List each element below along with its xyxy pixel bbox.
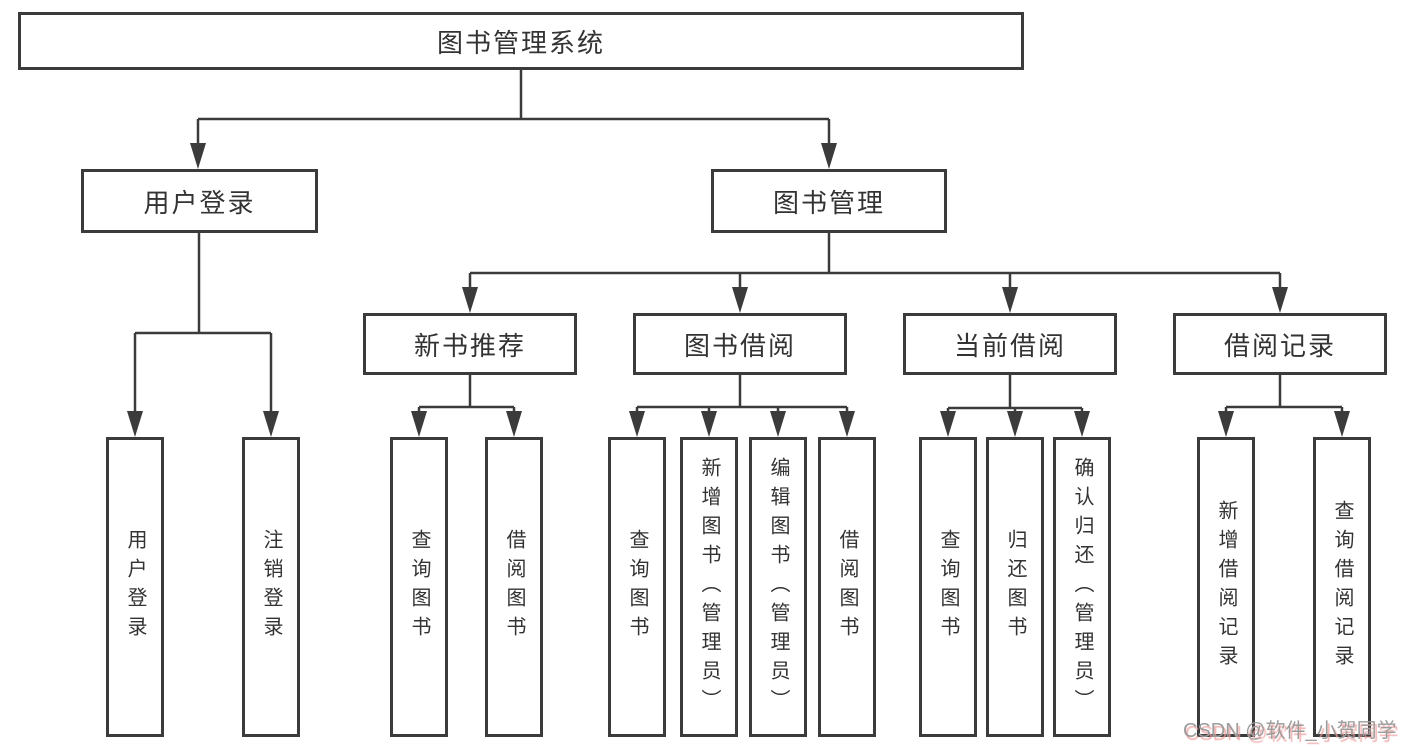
node-book-management-label: 图书管理: [772, 187, 885, 218]
node-user-login: 用户登录: [81, 169, 318, 233]
leaf-add-book-admin: 新增图书（管理员）: [680, 437, 738, 737]
leaf-borrow-book-1-label: 借阅图书: [503, 529, 525, 645]
node-new-book-recommend-label: 新书推荐: [413, 330, 526, 361]
leaf-query-borrow-record-label: 查询借阅记录: [1331, 500, 1353, 674]
leaf-borrow-book-1: 借阅图书: [485, 437, 543, 737]
node-borrow-record-label: 借阅记录: [1223, 330, 1336, 361]
leaf-add-borrow-record: 新增借阅记录: [1197, 437, 1255, 737]
node-new-book-recommend: 新书推荐: [363, 313, 577, 375]
node-book-management: 图书管理: [711, 169, 947, 233]
leaf-borrow-book-2-label: 借阅图书: [836, 529, 858, 645]
node-root-library-system: 图书管理系统: [18, 12, 1024, 70]
node-current-borrow-label: 当前借阅: [953, 330, 1066, 361]
leaf-edit-book-admin-label: 编辑图书（管理员）: [767, 456, 789, 718]
leaf-return-book: 归还图书: [986, 437, 1044, 737]
leaf-query-book-3-label: 查询图书: [937, 529, 959, 645]
node-borrow-record: 借阅记录: [1173, 313, 1387, 375]
node-current-borrow: 当前借阅: [903, 313, 1117, 375]
leaf-user-login-label: 用户登录: [124, 529, 146, 645]
leaf-logout: 注销登录: [242, 437, 300, 737]
csdn-watermark: CSDN @软件_小贺同学: [1183, 720, 1397, 742]
leaf-borrow-book-2: 借阅图书: [818, 437, 876, 737]
leaf-return-book-label: 归还图书: [1004, 529, 1026, 645]
leaf-add-book-admin-label: 新增图书（管理员）: [698, 456, 720, 718]
leaf-query-book-1-label: 查询图书: [408, 529, 430, 645]
leaf-query-book-3: 查询图书: [919, 437, 977, 737]
leaf-query-borrow-record: 查询借阅记录: [1313, 437, 1371, 737]
leaf-query-book-1: 查询图书: [390, 437, 448, 737]
leaf-confirm-return-admin: 确认归还（管理员）: [1053, 437, 1111, 737]
leaf-logout-label: 注销登录: [260, 529, 282, 645]
node-user-login-label: 用户登录: [143, 187, 256, 218]
leaf-query-book-2: 查询图书: [608, 437, 666, 737]
leaf-query-book-2-label: 查询图书: [626, 529, 648, 645]
node-book-borrow-label: 图书借阅: [683, 330, 796, 361]
leaf-edit-book-admin: 编辑图书（管理员）: [749, 437, 807, 737]
node-root-label: 图书管理系统: [436, 27, 605, 58]
leaf-add-borrow-record-label: 新增借阅记录: [1215, 500, 1237, 674]
leaf-confirm-return-admin-label: 确认归还（管理员）: [1071, 456, 1093, 718]
node-book-borrow: 图书借阅: [633, 313, 847, 375]
leaf-user-login: 用户登录: [106, 437, 164, 737]
